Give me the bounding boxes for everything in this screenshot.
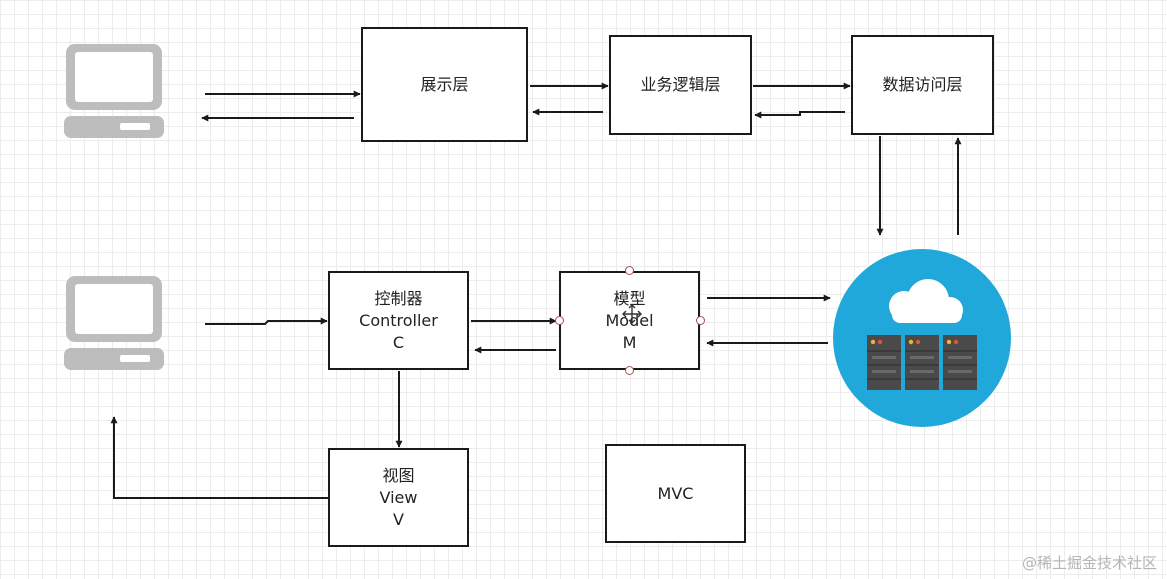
data-access-layer-box[interactable]: 数据访问层 (851, 35, 994, 135)
arrow-client-to-controller (205, 317, 328, 325)
presentation-layer-box[interactable]: 展示层 (361, 27, 528, 142)
data-access-layer-label: 数据访问层 (882, 75, 963, 94)
mvc-label: MVC (657, 483, 694, 503)
model-label-letter: M (622, 332, 637, 352)
computer-icon (64, 276, 164, 370)
resize-handle-left[interactable] (555, 316, 564, 325)
presentation-layer-label: 展示层 (420, 74, 469, 94)
controller-label-cn: 控制器 (374, 288, 423, 308)
watermark: @稀土掘金技术社区 (1021, 554, 1157, 572)
controller-box[interactable]: 控制器 Controller C (328, 271, 469, 370)
move-cursor-icon (622, 304, 642, 324)
cloud-server-icon (833, 249, 1011, 427)
controller-label-letter: C (392, 332, 405, 352)
view-label-cn: 视图 (382, 465, 415, 485)
resize-handle-bottom[interactable] (625, 366, 634, 375)
model-label-cn: 模型 (613, 288, 646, 308)
business-logic-layer-label: 业务逻辑层 (640, 75, 721, 94)
view-label-letter: V (393, 509, 404, 529)
resize-handle-top[interactable] (625, 266, 634, 275)
arrow-data-access-to-business (754, 111, 845, 119)
arrow-view-to-client (110, 416, 328, 499)
computer-icon (64, 44, 164, 138)
business-logic-layer-box[interactable]: 业务逻辑层 (609, 35, 752, 135)
mvc-label-box[interactable]: MVC (605, 444, 746, 543)
view-label-en: View (379, 487, 418, 507)
controller-label-en: Controller (359, 310, 438, 330)
resize-handle-right[interactable] (696, 316, 705, 325)
view-box[interactable]: 视图 View V (328, 448, 469, 547)
